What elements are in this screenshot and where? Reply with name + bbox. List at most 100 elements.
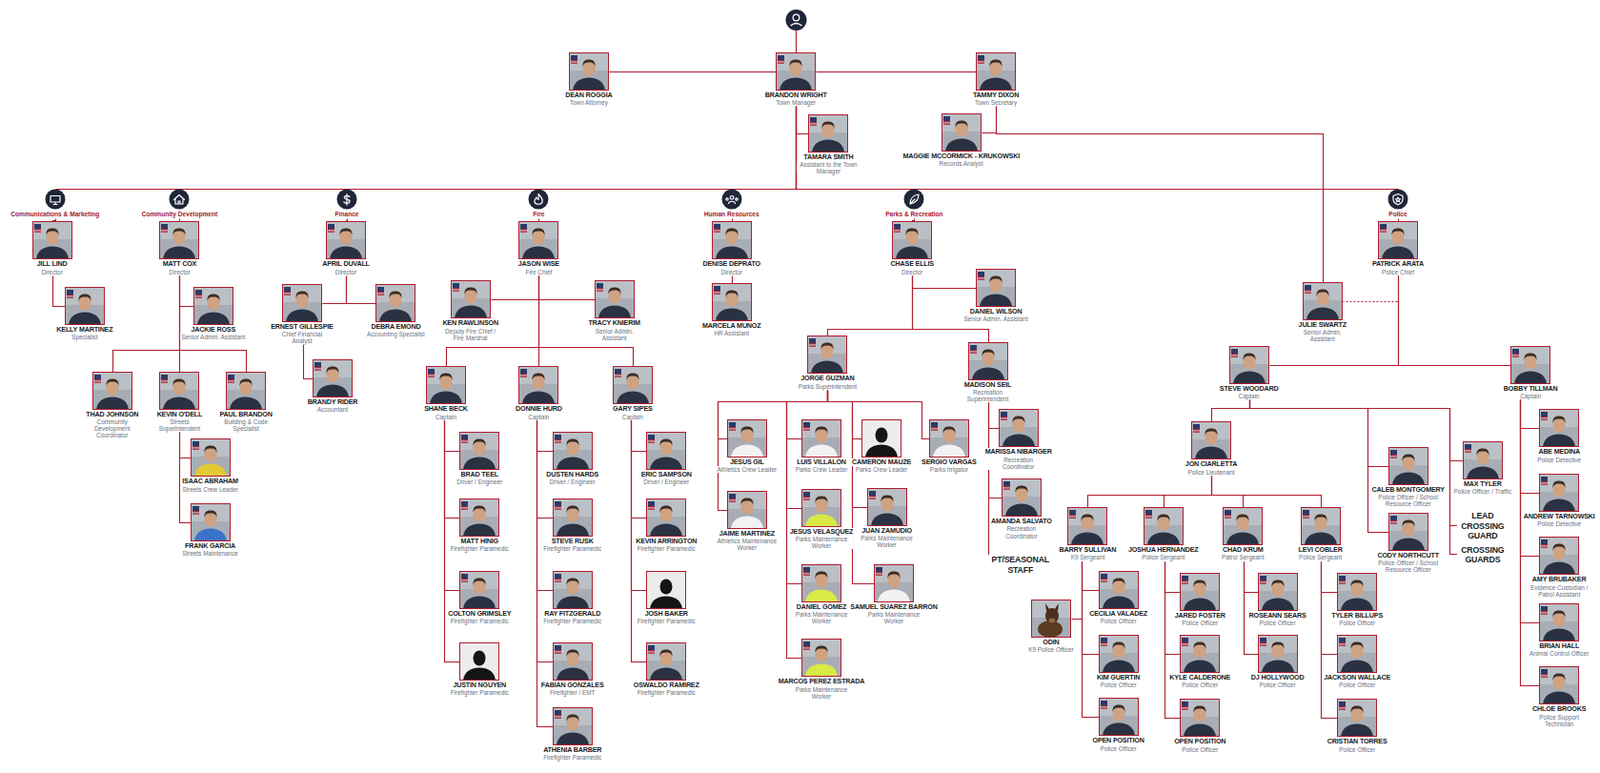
portrait-hair [626, 373, 639, 382]
portrait-hair [45, 228, 59, 237]
portrait-photo [225, 371, 266, 410]
flag-canton [570, 55, 578, 61]
portrait-hair [1553, 673, 1566, 682]
portrait-body [715, 246, 749, 261]
photo-frame [1388, 447, 1428, 486]
job-title: Captain [621, 413, 645, 421]
flag-stripe [327, 231, 335, 233]
person-card: TRACY KNIERIMSenior Admin. Assistant [583, 280, 647, 341]
photo-frame [1539, 473, 1580, 511]
portrait-photo [459, 570, 500, 609]
photo-background [874, 565, 914, 603]
reports-to-line [56, 106, 797, 190]
reports-to-line [180, 106, 797, 190]
job-title: Driver / Engineer [642, 478, 690, 486]
flag-stripe [614, 373, 622, 375]
photo-background [776, 52, 816, 90]
reports-to-line [996, 106, 1324, 284]
portrait-photo [873, 564, 914, 603]
flag-stripe [427, 376, 435, 378]
portrait-hair [814, 426, 828, 435]
reports-to-line [1072, 562, 1083, 620]
photo-background [190, 503, 230, 541]
portrait-photo [711, 283, 752, 322]
portrait-photo [646, 431, 687, 470]
photo-background [1098, 635, 1138, 673]
person-name: GARY SIPES [611, 405, 654, 413]
job-title: Firefighter Paramedic [542, 617, 603, 625]
person-name: BOBBY TILLMAN [1502, 384, 1560, 393]
portrait-hair [532, 373, 546, 382]
portrait-body [1183, 724, 1216, 738]
icon-disc [1387, 189, 1408, 210]
portrait-photo [867, 487, 908, 527]
person-card: BRANDON WRIGHTTown Manager [764, 52, 829, 106]
job-title: Police Officer [1337, 681, 1377, 689]
flag-stripe [1181, 642, 1189, 644]
job-title: Captain [526, 413, 550, 421]
portrait-hair [1271, 579, 1284, 588]
portrait-hair [566, 577, 579, 586]
photo-background [892, 222, 932, 260]
photo-background [1180, 699, 1220, 737]
portrait-hair [464, 287, 477, 296]
job-title: Police Detective [1536, 520, 1582, 527]
flag-stripe [875, 571, 883, 573]
flag-canton [1379, 223, 1387, 229]
person-card: MAX TYLERPolice Officer / Traffic [1453, 441, 1514, 495]
flag-canton [803, 567, 811, 572]
reports-to-line [796, 106, 810, 135]
photo-frame [801, 565, 841, 603]
flag-stripe [554, 580, 562, 582]
portrait-head [1271, 580, 1284, 596]
flag-stripe [977, 61, 985, 63]
photo-background [1180, 572, 1220, 610]
flag-stripe [554, 507, 562, 509]
flag-stripe [648, 651, 655, 653]
person-name: COLTON GRIMSLEY [446, 609, 512, 618]
portrait-head [607, 288, 621, 304]
photo-frame [1539, 537, 1580, 575]
reports-to-line [828, 276, 913, 337]
portrait-body [810, 361, 844, 375]
person-name: MAX TYLER [1462, 480, 1503, 488]
portrait-body [805, 513, 838, 527]
job-title: Driver / Engineer [548, 478, 597, 486]
photo-background [727, 420, 767, 458]
department-node: Communications & Marketing [9, 188, 101, 219]
staff-group-label: LEAD CROSSING GUARD [1457, 510, 1509, 540]
person-card: KEVIN O'DELLStreets Superintendent [147, 371, 211, 432]
person-card: COLTON GRIMSLEYFirefighter Paramedic [446, 570, 512, 625]
portrait-head [566, 506, 579, 522]
portrait-head [660, 578, 673, 594]
flag-canton [893, 223, 901, 229]
reports-to-line [631, 421, 648, 591]
flag-canton [1390, 515, 1398, 521]
photo-frame [1223, 507, 1263, 546]
reports-to-line [1343, 276, 1399, 303]
portrait-hair [1553, 544, 1566, 552]
photo-frame [552, 431, 592, 469]
reports-to-line [1321, 562, 1338, 655]
icon-glyph [1393, 194, 1403, 205]
flag-stripe [1379, 228, 1387, 230]
photo-background [1257, 635, 1297, 673]
person-name: JARED FOSTER [1174, 611, 1227, 620]
job-title: Police Officer [1099, 745, 1138, 752]
portrait-body [556, 523, 589, 537]
flag-stripe [1540, 419, 1548, 421]
flag-stripe [520, 228, 527, 230]
portrait-photo [190, 503, 231, 542]
reports-to-line [912, 276, 977, 289]
flag-stripe [1338, 582, 1346, 584]
person-card: ERNEST GILLESPIEChief Financial Analyst [269, 283, 335, 345]
portrait-head [725, 290, 738, 306]
flag-stripe [1181, 645, 1189, 647]
portrait-body [1261, 597, 1295, 611]
flag-stripe [943, 121, 951, 122]
flag-stripe [1259, 645, 1267, 647]
flag-canton [1181, 637, 1189, 643]
portrait-photo [646, 498, 687, 537]
portrait-photo [1377, 221, 1418, 260]
